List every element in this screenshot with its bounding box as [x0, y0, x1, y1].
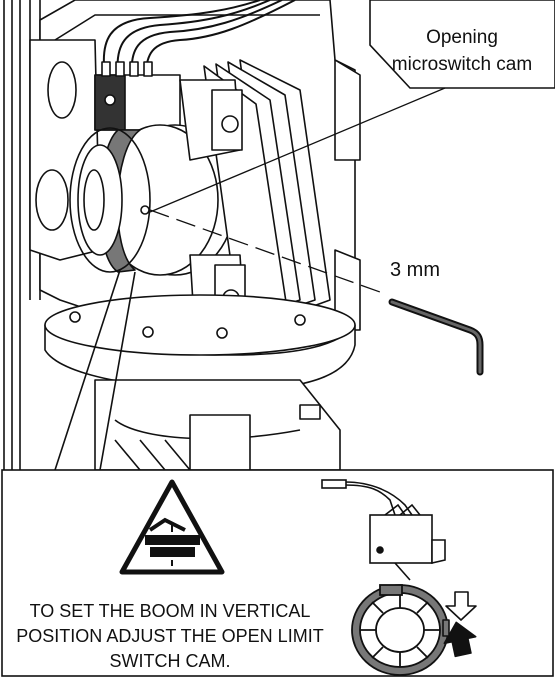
arm-hole-lower [35, 169, 69, 231]
arm-hole-upper [47, 61, 77, 119]
cam-disc-icon [351, 584, 449, 676]
base-flange [44, 294, 356, 391]
rotation-arrow-icon [442, 591, 477, 658]
measure-label: 3 mm [390, 259, 440, 281]
microswitch [94, 61, 181, 131]
callout-line-2: microswitch cam [392, 54, 532, 75]
note-line-2: POSITION ADJUST THE OPEN LIMIT [16, 626, 323, 646]
allen-key-icon [149, 209, 484, 376]
clamp-blocks [179, 59, 361, 336]
hand-crush-warning-icon [119, 479, 225, 575]
gearmotor-assembly [3, 0, 361, 471]
note-line-1: TO SET THE BOOM IN VERTICAL [30, 601, 311, 621]
fin-stack [203, 59, 331, 321]
callout-line-1: Opening [426, 27, 498, 48]
microswitch-icon [321, 479, 446, 581]
callout-box: Opening microswitch cam [149, 0, 555, 213]
note-line-3: SWITCH CAM. [110, 651, 231, 671]
switch-wires [102, 0, 296, 76]
detail-leader-lines [54, 269, 136, 471]
motor-body [94, 379, 341, 471]
cam-stack [69, 124, 236, 276]
